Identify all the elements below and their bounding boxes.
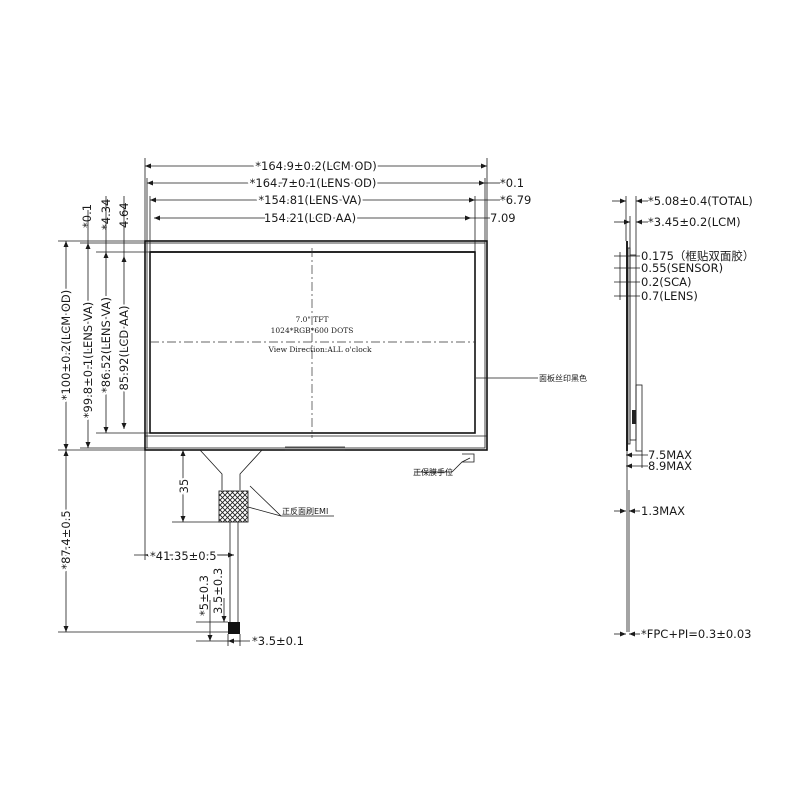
note-protective-film: 正保膜手位 [413,467,453,477]
side-dim-total: *5.08±0.4(TOTAL) [648,194,753,208]
dim-fpc-width: *3.5±0.1 [252,634,304,648]
dim-top-offset-1: *0.1 [80,204,94,228]
dim-top-offset-3: 4.64 [117,202,131,228]
dim-lcd-va-height: *86.52(LENS VA) [99,297,113,393]
lens-outline [146,242,486,449]
dim-lcm-od-width: *164.9±0.2(LCM OD) [255,159,377,173]
dim-lcd-aa-height: 85.92(LCD AA) [117,306,131,391]
dim-lcd-aa-width: 154.21(LCD AA) [264,211,356,225]
panel-resolution-label: 1024*RGB*600 DOTS [271,326,354,335]
panel-size-label: 7.0" TFT [296,315,329,324]
side-dim-fpc-max: 1.3MAX [641,504,685,518]
view-direction-label: View Direction:ALL o'clock [267,345,371,354]
dim-contact-2: 3.5±0.3 [211,568,225,614]
side-backplate [635,384,643,452]
dim-fpc-total: *87.4±0.5 [59,510,73,569]
dim-lens-va-height: *99.8±0.1(LENS VA) [81,302,95,418]
side-dim-lcm: *3.45±0.2(LCM) [648,215,741,229]
side-lcm [629,254,637,441]
front-view: 7.0" TFT 1024*RGB*600 DOTS View Directio… [57,157,587,648]
side-dim-max-1: 7.5MAX [648,448,692,462]
dim-contact-1: *5±0.3 [197,575,211,616]
dim-fpc-height: 35 [177,479,191,494]
dim-lens-va-width: *154.81(LENS VA) [258,193,361,207]
fpc [199,449,263,634]
dim-fpc-offset: *41.35±0.5 [150,549,217,563]
side-dim-tape: 0.175（框贴双面胶） [641,249,754,263]
side-dim-sensor: 0.55(SENSOR) [641,261,723,275]
note-emi: 正反面刷EMI [282,506,328,516]
side-dim-sca: 0.2(SCA) [641,275,691,289]
dim-right-offset-2: *6.79 [500,193,531,207]
dim-lens-od-width: *164.7±0.1(LENS OD) [250,176,377,190]
side-dim-max-2: 8.9MAX [648,459,692,473]
dim-lcm-od-height: *100±0.2(LCM OD) [59,290,73,401]
note-bezel-print: 面板丝印黑色 [539,373,587,383]
side-dim-fpc-pi: *FPC+PI=0.3±0.03 [641,627,751,641]
fpc-contact [228,622,240,634]
side-lens [626,241,628,451]
dim-right-offset-1: *0.1 [500,176,524,190]
dim-top-offset-2: *4.34 [99,199,113,230]
fpc-emi-block [218,490,249,523]
dim-right-offset-3: 7.09 [490,211,516,225]
lcd-active-area [149,251,476,434]
side-dim-lens: 0.7(LENS) [641,289,698,303]
side-view: *5.08±0.4(TOTAL) *3.45±0.2(LCM) 0.175（框贴… [612,194,754,641]
